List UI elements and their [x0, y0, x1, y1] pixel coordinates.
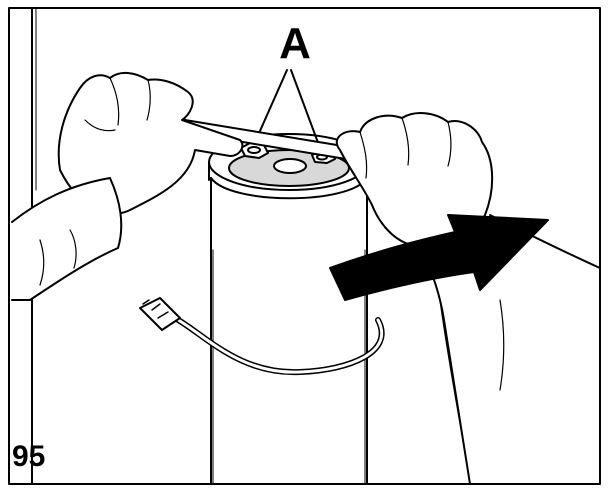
hex-screw-left	[240, 142, 269, 159]
rotation-arrow	[329, 214, 549, 301]
callout-label: A	[279, 19, 311, 68]
figure-number: 95	[12, 440, 46, 473]
figure-frame	[8, 7, 601, 485]
left-hand	[11, 72, 244, 301]
column-body	[210, 177, 368, 485]
hose	[139, 297, 385, 376]
callout-leader-left	[255, 69, 288, 141]
callout-leader-right	[290, 69, 321, 149]
right-hand	[335, 112, 601, 485]
